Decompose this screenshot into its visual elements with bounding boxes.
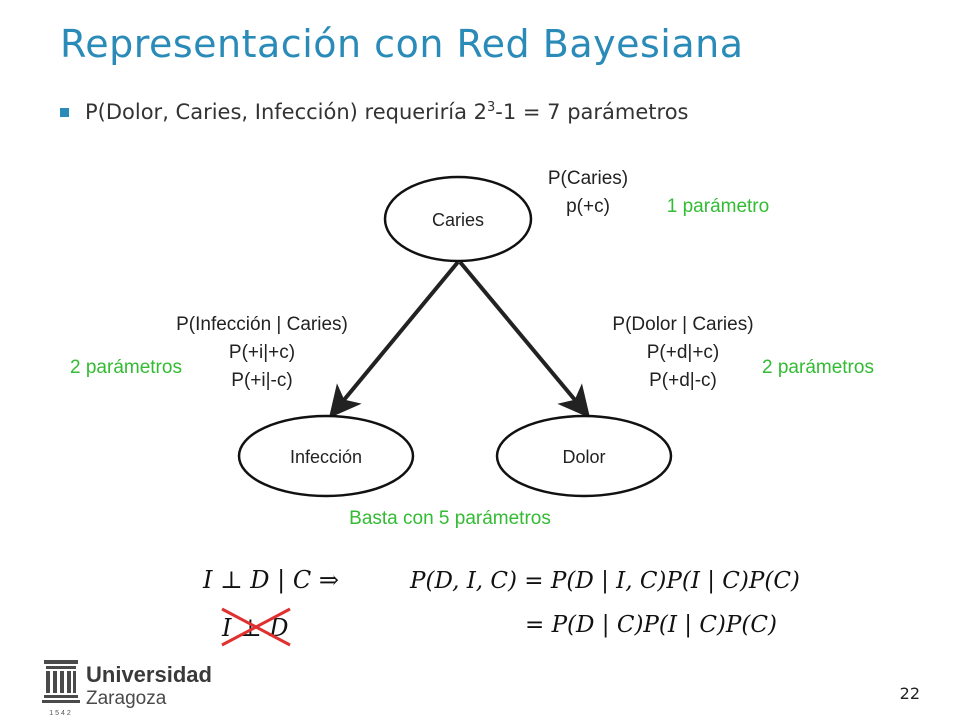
edge-caries-dolor	[458, 260, 591, 419]
node-caries-label: Caries	[432, 210, 484, 230]
dolor-cpt-row-1: P(+d|+c)	[647, 342, 720, 363]
infeccion-cpt-title: P(Infección | Caries)	[176, 314, 348, 335]
factorization-line-1: P(D, I, C) = P(D | I, C)P(I | C)P(C)	[409, 568, 800, 594]
node-infeccion: Infección	[237, 414, 415, 498]
caries-param-count: 1 parámetro	[667, 196, 769, 217]
node-infeccion-label: Infección	[290, 447, 362, 467]
node-dolor: Dolor	[495, 414, 673, 498]
logo-year: 1542	[49, 710, 73, 717]
dolor-cpt-title: P(Dolor | Caries)	[612, 314, 753, 335]
edge-caries-infeccion	[328, 260, 460, 419]
university-logo: 1542 Universidad Zaragoza	[42, 660, 212, 717]
infeccion-cpt-row-2: P(+i|-c)	[231, 370, 292, 391]
bullet-point: P(Dolor, Caries, Infección) requeriría 2…	[60, 100, 689, 124]
caries-cpt-title: P(Caries)	[548, 168, 628, 189]
caries-cpt-row: p(+c)	[566, 196, 610, 217]
dolor-param-count: 2 parámetros	[762, 357, 874, 378]
page-number: 22	[899, 684, 920, 703]
infeccion-param-count: 2 parámetros	[70, 357, 182, 378]
factorization-line-2: = P(D | C)P(I | C)P(C)	[525, 612, 777, 638]
logo-university-name: Universidad	[86, 662, 212, 687]
node-caries: Caries	[383, 175, 533, 263]
independence-formula: I ⊥ D | C ⇒	[202, 566, 339, 595]
summary-text: Basta con 5 parámetros	[349, 508, 551, 529]
dolor-cpt-row-2: P(+d|-c)	[649, 370, 717, 391]
node-dolor-label: Dolor	[562, 447, 605, 467]
university-building-icon	[42, 660, 80, 703]
logo-city-name: Zaragoza	[86, 688, 167, 709]
bullet-text: P(Dolor, Caries, Infección) requeriría 2…	[85, 100, 689, 124]
slide-title: Representación con Red Bayesiana	[60, 22, 744, 66]
red-cross-icon	[221, 607, 291, 647]
square-bullet-icon	[60, 107, 69, 117]
infeccion-cpt-row-1: P(+i|+c)	[229, 342, 295, 363]
